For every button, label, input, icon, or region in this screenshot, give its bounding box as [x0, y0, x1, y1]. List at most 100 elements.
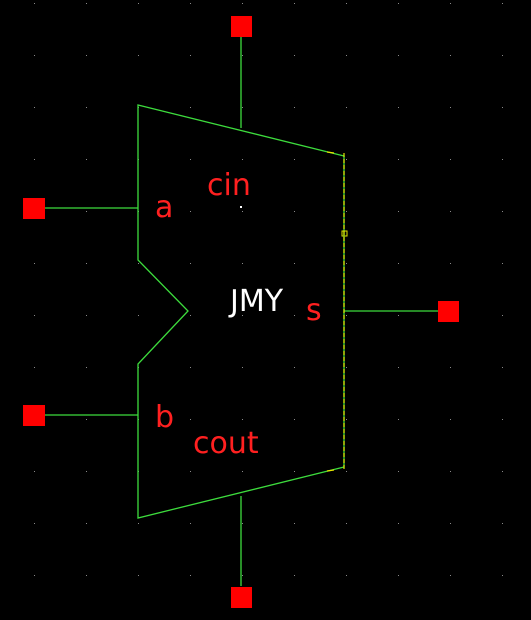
grid-dot: [398, 159, 399, 160]
grid-dot: [346, 471, 347, 472]
grid-dot: [34, 55, 35, 56]
grid-dot: [450, 55, 451, 56]
grid-dot: [190, 3, 191, 4]
grid-dot: [346, 107, 347, 108]
grid-dot: [242, 315, 243, 316]
grid-dot: [294, 523, 295, 524]
grid-dot: [294, 263, 295, 264]
grid-dot: [398, 575, 399, 576]
grid-dot: [86, 263, 87, 264]
grid-dot: [86, 3, 87, 4]
grid-dot: [346, 263, 347, 264]
grid-dot: [346, 523, 347, 524]
grid-dot: [294, 419, 295, 420]
grid-dot: [86, 471, 87, 472]
grid-dot: [346, 367, 347, 368]
grid-dot: [34, 315, 35, 316]
grid-dot: [294, 211, 295, 212]
grid-dot: [502, 3, 503, 4]
pin-label-b: b: [155, 400, 174, 435]
grid-dot: [502, 211, 503, 212]
grid-dot: [398, 55, 399, 56]
grid-dot: [450, 107, 451, 108]
grid-dot: [242, 419, 243, 420]
grid-dot: [294, 3, 295, 4]
grid-dot: [398, 315, 399, 316]
grid-dot: [190, 575, 191, 576]
grid-dot: [86, 55, 87, 56]
grid-dot: [242, 211, 243, 212]
grid-dot: [86, 367, 87, 368]
grid-dot: [450, 159, 451, 160]
grid-dot: [502, 263, 503, 264]
grid-dot: [502, 315, 503, 316]
grid-dot: [138, 523, 139, 524]
grid-dot: [294, 159, 295, 160]
grid-dot: [190, 263, 191, 264]
grid-dot: [242, 159, 243, 160]
pin-square-cout[interactable]: [231, 587, 252, 608]
grid-dot: [34, 263, 35, 264]
grid-dot: [502, 107, 503, 108]
grid-dot: [346, 211, 347, 212]
pin-label-a: a: [155, 190, 173, 225]
grid-dot: [86, 107, 87, 108]
grid-dot: [190, 211, 191, 212]
grid-dot: [242, 3, 243, 4]
grid-dot: [398, 211, 399, 212]
grid-dot: [294, 55, 295, 56]
grid-dot: [346, 315, 347, 316]
grid-dot: [138, 55, 139, 56]
pin-square-s[interactable]: [438, 301, 459, 322]
grid-dot: [86, 575, 87, 576]
pin-square-b[interactable]: [23, 405, 45, 426]
grid-dot: [242, 107, 243, 108]
grid-dot: [294, 315, 295, 316]
grid-dot: [190, 55, 191, 56]
selection-handle[interactable]: [341, 230, 348, 237]
grid-dot: [294, 107, 295, 108]
grid-dot: [450, 367, 451, 368]
grid-dot: [86, 159, 87, 160]
grid-dot: [190, 367, 191, 368]
grid-dot: [34, 107, 35, 108]
grid-dot: [34, 523, 35, 524]
grid-dot: [502, 575, 503, 576]
grid-dot: [398, 107, 399, 108]
grid-dot: [190, 523, 191, 524]
grid-dot: [138, 3, 139, 4]
grid-dot: [34, 159, 35, 160]
grid-dot: [346, 55, 347, 56]
grid-dot: [86, 419, 87, 420]
grid-dot: [502, 159, 503, 160]
grid-dot: [190, 107, 191, 108]
grid-dot: [294, 575, 295, 576]
grid-dot: [34, 575, 35, 576]
grid-dot: [398, 263, 399, 264]
grid-dot: [34, 471, 35, 472]
selected-edge-bottom-tick: [326, 469, 335, 472]
grid-dot: [138, 263, 139, 264]
grid-dot: [138, 315, 139, 316]
pin-square-a[interactable]: [23, 198, 45, 219]
selected-edge-top-tick: [326, 151, 335, 154]
grid-dot: [242, 263, 243, 264]
grid-dot: [450, 523, 451, 524]
grid-dot: [190, 471, 191, 472]
pin-square-cin[interactable]: [231, 16, 252, 37]
grid-dot: [190, 315, 191, 316]
grid-dot: [242, 575, 243, 576]
grid-dot: [294, 367, 295, 368]
pin-label-cin: cin: [207, 168, 251, 203]
grid-dot: [242, 55, 243, 56]
pin-label-cout: cout: [193, 426, 259, 461]
grid-dot: [34, 3, 35, 4]
grid-dot: [242, 367, 243, 368]
grid-dot: [86, 211, 87, 212]
grid-dot: [502, 367, 503, 368]
origin-marker: [240, 206, 242, 208]
grid-dot: [190, 419, 191, 420]
grid-dot: [450, 575, 451, 576]
